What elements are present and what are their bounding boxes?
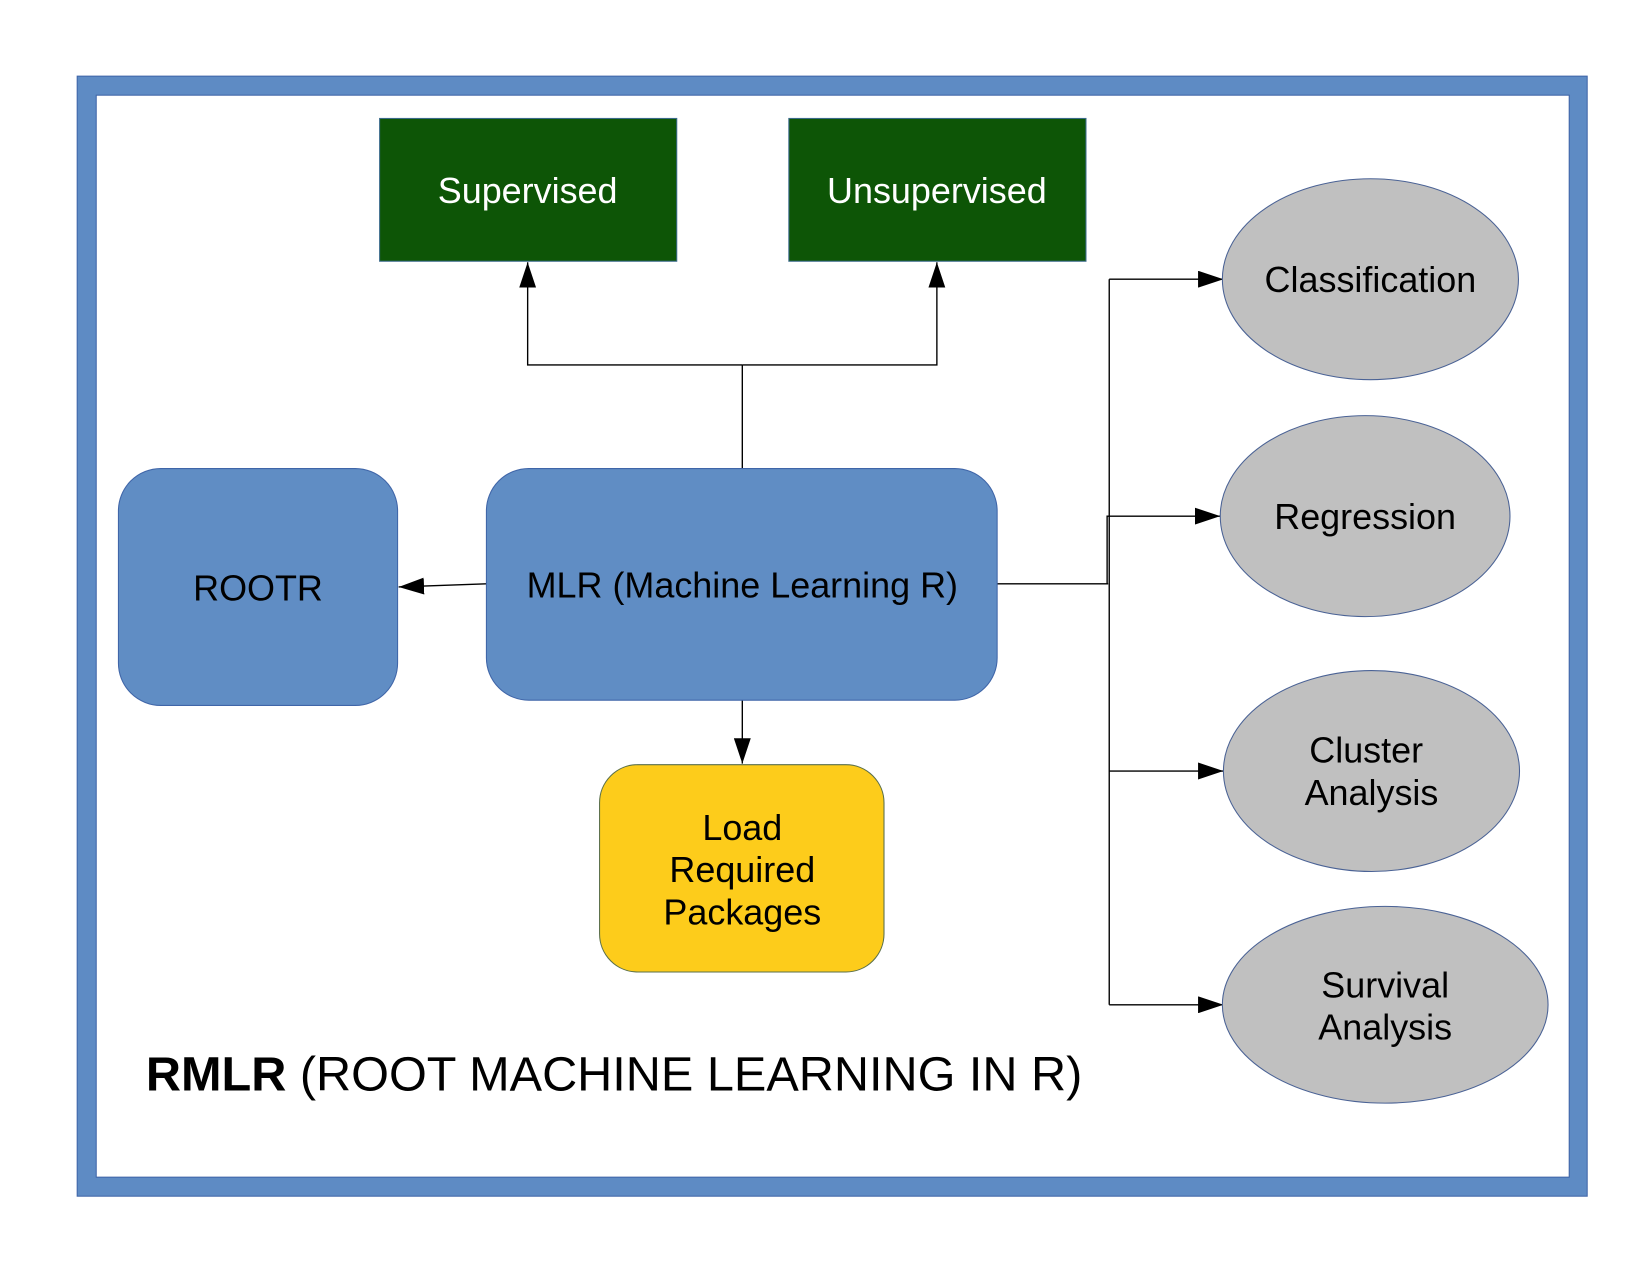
caption-bold: RMLR	[146, 1047, 286, 1101]
node-classification: Classification	[1221, 178, 1519, 381]
load-packages-label-line3: Packages	[663, 891, 821, 932]
regression-label: Regression	[1274, 496, 1456, 537]
node-mlr: MLR (Machine Learning R)	[485, 468, 998, 701]
survival-analysis-label-line1: Survival	[1321, 964, 1449, 1005]
connectors	[398, 262, 1224, 1014]
node-survival-analysis: Survival Analysis	[1221, 905, 1549, 1104]
node-supervised: Supervised	[379, 117, 678, 262]
edge-to-regression	[1106, 507, 1221, 584]
classification-ellipse	[1221, 178, 1519, 381]
regression-ellipse	[1219, 415, 1511, 618]
load-packages-label-line2: Required	[669, 849, 815, 890]
survival-analysis-ellipse	[1221, 905, 1549, 1104]
node-rootr: ROOTR	[117, 468, 399, 706]
edge-mlr-to-supervised	[519, 262, 743, 366]
rootr-label: ROOTR	[193, 568, 323, 609]
classification-label: Classification	[1265, 259, 1477, 300]
cluster-analysis-label-line1: Cluster	[1309, 730, 1423, 771]
unsupervised-label: Unsupervised	[827, 170, 1047, 211]
node-load-packages: Load Required Packages	[599, 764, 885, 973]
rootr-box	[117, 468, 399, 706]
supervised-label: Supervised	[438, 170, 618, 211]
survival-analysis-label-line2: Analysis	[1318, 1007, 1452, 1048]
cluster-analysis-label-line2: Analysis	[1305, 772, 1439, 813]
edge-mlr-to-unsupervised	[742, 262, 946, 366]
caption-rest: (ROOT MACHINE LEARNING IN R)	[286, 1047, 1082, 1101]
load-packages-box	[599, 764, 885, 973]
diagram-caption: RMLR (ROOT MACHINE LEARNING IN R)	[146, 1047, 1082, 1101]
mlr-label: MLR (Machine Learning R)	[527, 565, 958, 606]
node-cluster-analysis: Cluster Analysis	[1222, 670, 1521, 873]
cluster-analysis-ellipse	[1222, 670, 1521, 873]
edge-mlr-to-rootr	[398, 577, 487, 595]
node-unsupervised: Unsupervised	[788, 117, 1087, 262]
node-regression: Regression	[1219, 415, 1511, 618]
mlr-box	[485, 468, 998, 701]
load-packages-label-line1: Load	[702, 807, 782, 848]
supervised-box	[379, 117, 678, 262]
unsupervised-box	[788, 117, 1087, 262]
